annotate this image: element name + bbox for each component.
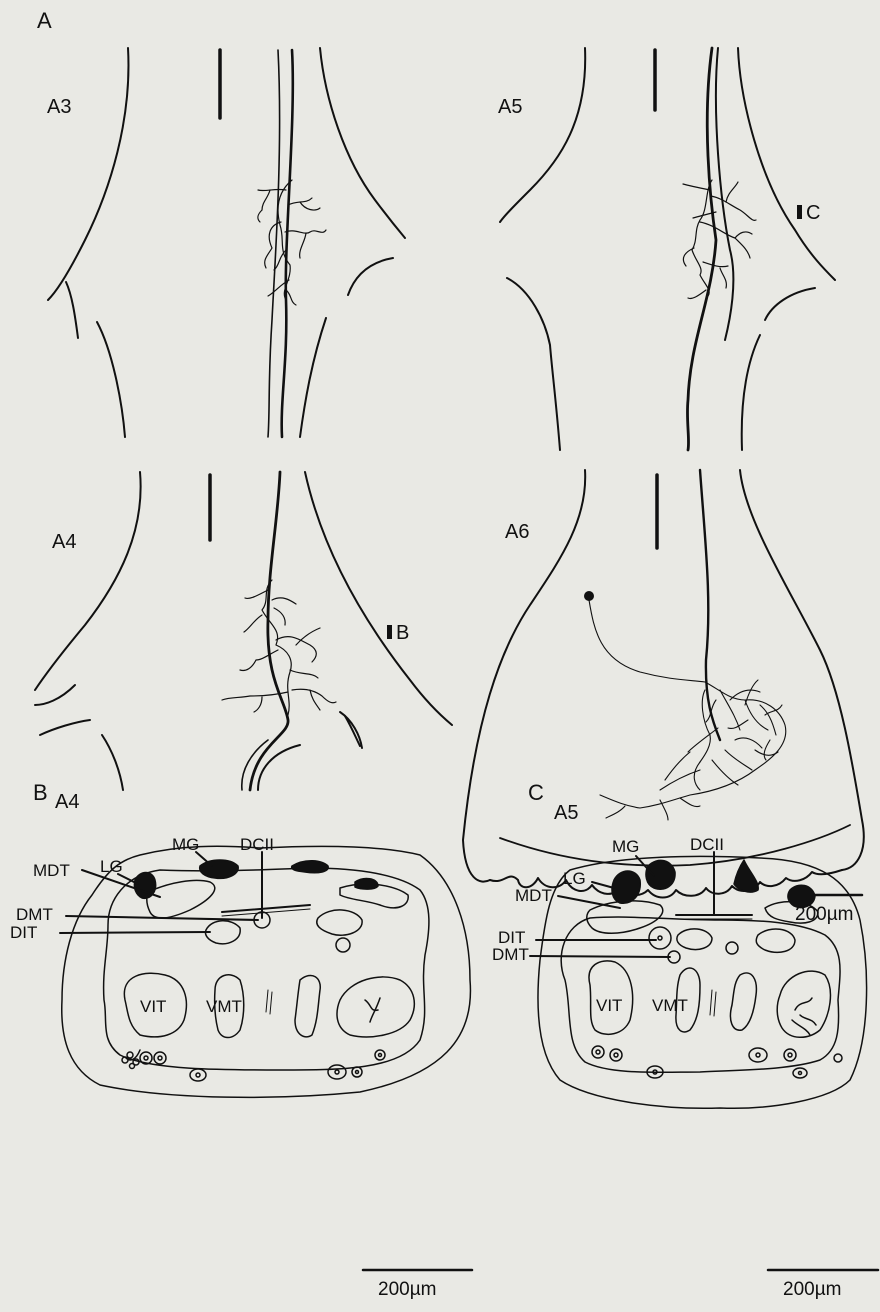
segment-label-a3: A3 (47, 97, 71, 117)
label-c-mdt: MDT (515, 887, 552, 904)
scale-bar-top-label: 200µm (795, 905, 853, 924)
label-b-lg: LG (100, 858, 123, 875)
label-c-dit: DIT (498, 929, 525, 946)
segment-label-a5: A5 (498, 97, 522, 117)
cross-section-b-drawing (60, 846, 470, 1097)
label-b-mg: MG (172, 836, 199, 853)
label-b-dmt: DMT (16, 906, 53, 923)
scale-bar-b-label: 200µm (378, 1280, 436, 1299)
label-b-dit: DIT (10, 924, 37, 941)
segment-label-a6: A6 (505, 522, 529, 542)
cross-section-b-segment: A4 (55, 792, 79, 812)
ganglion-a4-drawing (35, 472, 452, 790)
cross-section-c-segment: A5 (554, 803, 578, 823)
label-b-vit: VIT (140, 998, 166, 1015)
panel-label-b: B (33, 782, 48, 804)
label-c-mg: MG (612, 838, 639, 855)
label-c-dcii: DCII (690, 836, 724, 853)
label-c-dmt: DMT (492, 946, 529, 963)
panel-label-c: C (528, 782, 544, 804)
label-b-vmt: VMT (206, 998, 242, 1015)
neuron-arbor-a3 (258, 180, 326, 305)
neuron-arbor-a5 (683, 180, 756, 299)
section-marker-b: B (396, 623, 409, 643)
ganglion-a5-drawing (500, 48, 835, 450)
label-b-dcii: DCII (240, 836, 274, 853)
ganglion-a3-drawing (48, 48, 405, 437)
section-marker-c: C (806, 203, 820, 223)
panel-label-a: A (37, 10, 52, 32)
label-c-lg: LG (563, 870, 586, 887)
label-c-vmt: VMT (652, 997, 688, 1014)
scale-bar-c-label: 200µm (783, 1280, 841, 1299)
label-c-vit: VIT (596, 997, 622, 1014)
label-b-mdt: MDT (33, 862, 70, 879)
neuron-arbor-a6 (589, 600, 786, 820)
segment-label-a4: A4 (52, 532, 76, 552)
